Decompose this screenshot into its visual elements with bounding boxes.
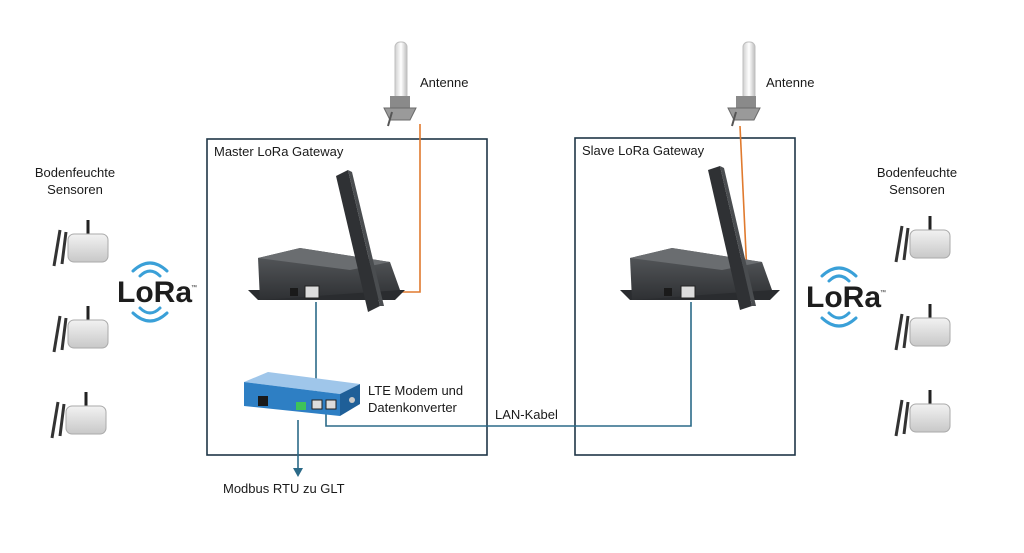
svg-text:LoRa: LoRa xyxy=(117,276,192,309)
sensor-right-1-icon xyxy=(894,216,951,263)
master-gateway-box xyxy=(206,138,488,456)
antenna-right-label: Antenne xyxy=(766,75,815,90)
sensors-left-line1: Bodenfeuchte xyxy=(34,165,116,180)
svg-text:™: ™ xyxy=(191,284,197,291)
master-gateway-device-icon xyxy=(248,170,405,312)
sensor-right-3-icon xyxy=(894,390,951,437)
sensor-left-2-icon xyxy=(52,306,109,353)
lora-waves-left-icon xyxy=(131,261,169,323)
slave-gateway-device-icon xyxy=(620,166,780,310)
slave-gateway-box xyxy=(574,137,796,456)
modbus-label: Modbus RTU zu GLT xyxy=(223,481,345,496)
antenna-right-icon xyxy=(727,41,761,127)
lan-cable-label: LAN-Kabel xyxy=(495,407,558,422)
sensors-right-label: Bodenfeuchte Sensoren xyxy=(862,164,972,198)
antenna-left-label: Antenne xyxy=(420,75,469,90)
lte-modem-icon xyxy=(244,372,360,416)
sensors-left-label: Bodenfeuchte Sensoren xyxy=(20,164,130,198)
lora-waves-right-icon xyxy=(820,266,858,328)
modem-label: LTE Modem und Datenkonverter xyxy=(368,382,463,416)
lora-logo-right: LoRa ™ xyxy=(806,266,886,328)
modem-label-line2: Datenkonverter xyxy=(368,400,457,415)
sensors-left-line2: Sensoren xyxy=(47,182,103,197)
modbus-arrow-head xyxy=(293,468,303,477)
slave-gateway-title: Slave LoRa Gateway xyxy=(582,143,705,158)
lora-logo-left: LoRa ™ xyxy=(117,261,197,323)
sensors-right-line1: Bodenfeuchte xyxy=(876,165,958,180)
svg-text:LoRa: LoRa xyxy=(806,281,881,314)
lan-cable xyxy=(325,302,692,427)
sensor-right-2-icon xyxy=(894,304,951,351)
master-gateway-title: Master LoRa Gateway xyxy=(214,144,344,159)
svg-text:™: ™ xyxy=(880,289,886,296)
modem-label-line1: LTE Modem und xyxy=(368,383,464,398)
sensors-right-line2: Sensoren xyxy=(889,182,945,197)
sensor-left-3-icon xyxy=(50,392,107,439)
sensor-left-1-icon xyxy=(52,220,109,267)
antenna-left-icon xyxy=(383,41,417,127)
